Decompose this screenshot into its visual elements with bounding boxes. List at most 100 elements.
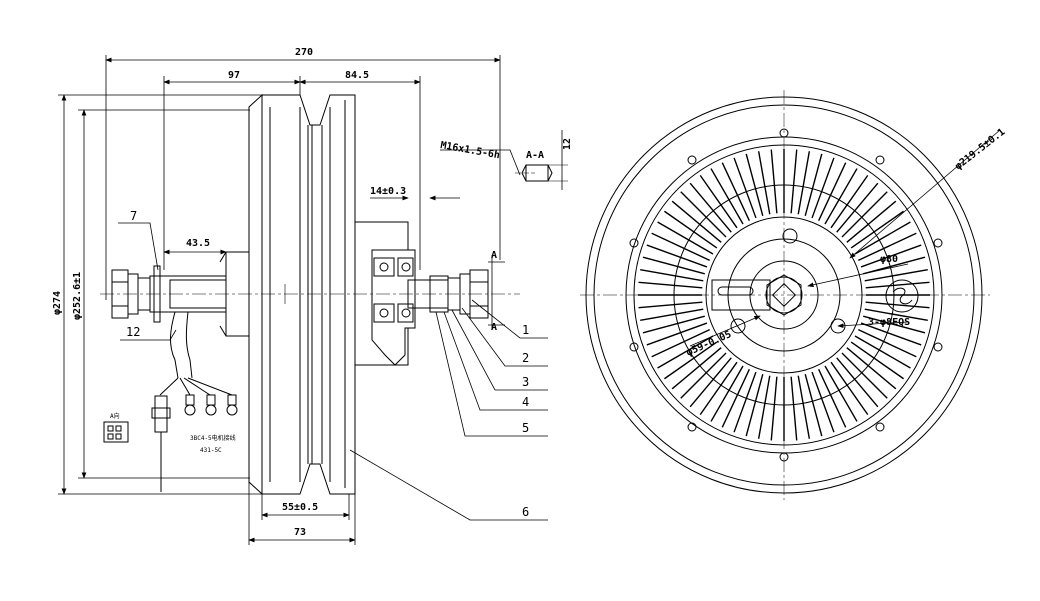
stator-fin xyxy=(770,376,778,441)
side-view xyxy=(100,93,520,496)
stator-fin xyxy=(860,244,922,268)
stator-fin xyxy=(850,210,904,249)
stator-fin xyxy=(858,329,917,358)
stator-fin xyxy=(680,352,727,399)
stator-fin xyxy=(790,376,798,441)
stator-fin xyxy=(757,375,771,439)
stator-fin xyxy=(721,162,750,221)
dim-diameter-rim: φ252.6±1 xyxy=(72,272,83,320)
stator-fin xyxy=(797,151,811,215)
connector-view-label: A向 xyxy=(110,412,120,420)
stator-fin xyxy=(846,347,897,390)
stator-fin xyxy=(664,341,718,380)
stator-fin xyxy=(651,232,710,261)
callout-4: 4 xyxy=(522,395,529,409)
stator-fin xyxy=(770,149,778,214)
stator-fin xyxy=(860,322,922,346)
flat-width: 12 xyxy=(562,138,573,150)
stator-fin xyxy=(733,371,757,433)
dim-overall-width: 270 xyxy=(295,47,313,58)
stator-fin xyxy=(699,175,738,229)
stator-fin xyxy=(797,375,811,439)
callout-3: 3 xyxy=(522,375,529,389)
stator-fin xyxy=(811,157,835,219)
stator-fin xyxy=(657,335,714,369)
stator-fin xyxy=(642,256,705,275)
connector-caption-2: 431-5C xyxy=(200,447,222,454)
stator-fin xyxy=(671,347,722,390)
callout-1: 1 xyxy=(522,323,529,337)
dim-rim-inner: 55±0.5 xyxy=(282,502,318,513)
connector-caption-1: 3BC4-5电机接线 xyxy=(190,434,236,442)
dim-diameter-outer: φ274 xyxy=(52,291,63,315)
stator-fin xyxy=(745,374,764,437)
section-mark-bottom: A xyxy=(491,322,497,333)
stator-fin xyxy=(651,329,710,358)
stator-fin xyxy=(865,281,930,289)
stator-fin xyxy=(863,315,926,334)
dim-rim-outer: 73 xyxy=(294,527,306,538)
dim-bearing-offset: 14±0.3 xyxy=(370,186,406,197)
stator-fin xyxy=(836,182,879,233)
stator-fin xyxy=(699,361,738,415)
stator-fin xyxy=(638,301,703,309)
thread-spec: M16x1.5-6h xyxy=(439,140,500,161)
stator-fin xyxy=(818,162,847,221)
stator-fin xyxy=(830,175,869,229)
stator-fin xyxy=(640,268,704,282)
stator-fin xyxy=(858,232,917,261)
side-dimensions xyxy=(58,55,505,545)
stator-fin xyxy=(824,365,858,422)
stator-fin xyxy=(745,153,764,216)
stator-fin xyxy=(864,308,928,322)
stator-fin xyxy=(854,335,911,369)
stator-fin xyxy=(841,191,888,238)
callout-leaders xyxy=(118,149,548,521)
callout-6: 6 xyxy=(522,505,529,519)
stator-fin xyxy=(804,374,823,437)
section-mark-top: A xyxy=(491,250,497,261)
dim-bearing-dia: φ59-0.05 xyxy=(685,329,733,359)
stator-fin xyxy=(850,341,904,380)
stator-fin xyxy=(638,281,703,289)
stator-fin xyxy=(841,352,888,399)
stator-fin xyxy=(830,361,869,415)
stator-fin xyxy=(680,191,727,238)
dim-hub-bore: φ80 xyxy=(880,254,898,265)
stator-fin xyxy=(865,301,930,309)
front-dimensions xyxy=(689,129,1001,347)
stator-fin xyxy=(733,157,757,219)
stator-fin xyxy=(854,221,911,255)
dim-thread-length: 43.5 xyxy=(186,238,210,249)
stator-fin xyxy=(818,369,847,428)
dim-pcd: φ219.5±0.1 xyxy=(953,127,1007,173)
stator-fin xyxy=(721,369,750,428)
stator-fin xyxy=(640,308,704,322)
stator-fin xyxy=(689,182,732,233)
callout-12: 12 xyxy=(126,325,140,339)
stator-fins xyxy=(638,149,930,441)
stator-fin xyxy=(864,268,928,282)
stator-fin xyxy=(790,149,798,214)
stator-fin xyxy=(642,315,705,334)
stator-fin xyxy=(646,244,708,268)
stator-fin xyxy=(811,371,835,433)
dim-left-offset: 97 xyxy=(228,70,240,81)
dim-hole-pattern: 3-φ8EQS xyxy=(868,317,910,328)
dim-right-offset: 84.5 xyxy=(345,70,369,81)
callout-7: 7 xyxy=(130,209,137,223)
stator-fin xyxy=(689,357,732,408)
stator-fin xyxy=(657,221,714,255)
stator-fin xyxy=(664,210,718,249)
stator-fin xyxy=(646,322,708,346)
stator-fin xyxy=(671,200,722,243)
callout-5: 5 xyxy=(522,421,529,435)
stator-fin xyxy=(804,153,823,216)
stator-fin xyxy=(836,357,879,408)
section-label: A-A xyxy=(526,150,544,161)
callout-2: 2 xyxy=(522,351,529,365)
stator-fin xyxy=(757,151,771,215)
stator-fin xyxy=(824,168,858,225)
stator-fin xyxy=(710,168,744,225)
